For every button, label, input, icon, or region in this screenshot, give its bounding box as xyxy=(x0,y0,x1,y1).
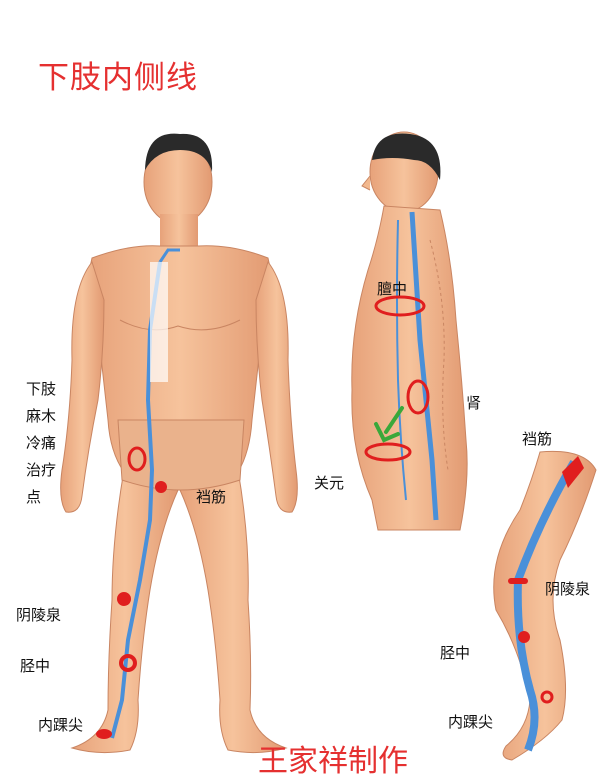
front-side-label-list: 下肢 麻木 冷痛 治疗 点 xyxy=(26,376,56,511)
front-label-dangjin: 裆筋 xyxy=(196,486,226,507)
front-marker-yinlingquan xyxy=(117,592,131,606)
leg-label-yinlingquan: 阴陵泉 xyxy=(545,578,590,599)
side-label-guanyuan: 关元 xyxy=(314,472,344,493)
leg-marker-yinlingquan xyxy=(508,578,528,584)
front-side-label: 治疗 xyxy=(26,457,56,484)
front-side-label: 麻木 xyxy=(26,403,56,430)
front-marker-neihuaijian xyxy=(96,729,112,739)
leg-figure xyxy=(494,451,596,760)
author-credit: 王家祥制作 xyxy=(258,736,408,780)
leg-label-jingzhong: 胫中 xyxy=(440,642,470,663)
front-label-neihuaijian: 内踝尖 xyxy=(38,714,83,735)
front-label-yinlingquan: 阴陵泉 xyxy=(16,604,61,625)
leg-label-dangjin: 裆筋 xyxy=(522,428,552,449)
side-label-shen: 肾 xyxy=(466,392,481,413)
front-body-figure xyxy=(61,134,298,753)
front-side-label: 下肢 xyxy=(26,376,56,403)
side-label-tanzhong: 膻中 xyxy=(377,278,407,299)
leg-marker-jingzhong xyxy=(518,631,530,643)
leg-label-neihuaijian: 内踝尖 xyxy=(448,711,493,732)
front-marker-dangjin xyxy=(155,481,167,493)
front-side-label: 冷痛 xyxy=(26,430,56,457)
front-label-jingzhong: 胫中 xyxy=(20,655,50,676)
side-body-figure xyxy=(352,132,467,530)
front-side-label: 点 xyxy=(26,484,56,511)
